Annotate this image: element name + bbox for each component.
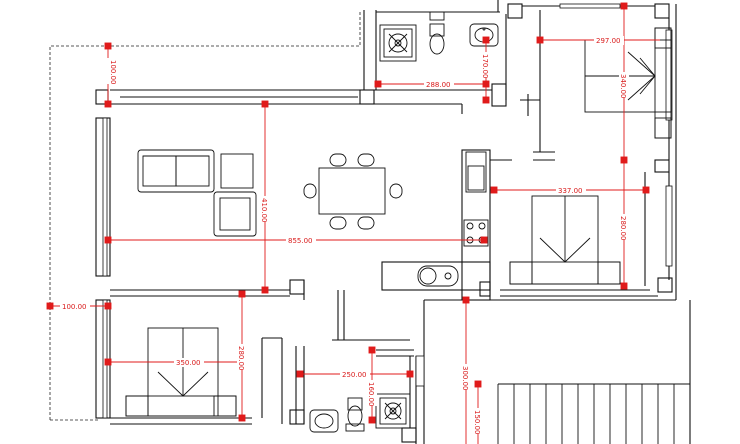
sink-bottom xyxy=(309,409,339,433)
dim-bedroom-sw-height: 280.00 xyxy=(237,346,245,371)
dining-chairs xyxy=(303,153,403,230)
bath-bottom-fixtures xyxy=(309,393,411,433)
dim-bath-top-width: 288.00 xyxy=(426,81,451,89)
bed-sw xyxy=(125,327,237,417)
dim-bedroom-ne-height: 340.00 xyxy=(619,74,627,99)
toilet-top xyxy=(429,11,445,21)
dim-bedroom-sw-width: 350.00 xyxy=(176,359,201,367)
armchair-top xyxy=(220,153,254,189)
stair-treads xyxy=(497,383,690,444)
toilet-bottom xyxy=(347,397,363,411)
dimension-labels: 100.00 288.00 170.00 297.00 340.00 410.0… xyxy=(60,36,629,435)
dim-living-width: 855.00 xyxy=(288,237,313,245)
dim-top-left-vertical: 100.00 xyxy=(109,60,117,85)
dim-bedroom-e-height: 280.00 xyxy=(619,216,627,241)
armchair-bottom xyxy=(213,191,257,237)
bed-e xyxy=(509,195,621,285)
dim-bath-top-vertical: 170.00 xyxy=(481,54,489,79)
dim-bedroom-ne-width: 297.00 xyxy=(596,37,621,45)
dim-stair-bottom: 150.00 xyxy=(473,410,481,435)
dim-bath-bottom-vertical: 160.00 xyxy=(367,382,375,407)
sofa xyxy=(137,149,215,193)
shower-tray-bottom xyxy=(375,393,411,429)
kitchen-sink xyxy=(417,265,459,287)
living-furniture xyxy=(137,149,403,237)
kitchen-fixtures xyxy=(417,151,489,287)
hob xyxy=(463,219,489,247)
walls xyxy=(95,0,691,444)
dim-stair-vertical: 300.00 xyxy=(461,366,469,391)
shower-tray-top xyxy=(379,24,417,62)
dim-living-height: 410.00 xyxy=(260,198,268,223)
dim-bedroom-e-width: 337.00 xyxy=(558,187,583,195)
sink-top xyxy=(469,23,499,47)
dim-left-offset: 100.00 xyxy=(62,303,87,311)
dim-bath-bottom-width: 250.00 xyxy=(342,371,367,379)
dashed-boundary xyxy=(49,12,361,421)
dining-table xyxy=(318,167,386,215)
bath-top-fixtures xyxy=(379,11,499,62)
